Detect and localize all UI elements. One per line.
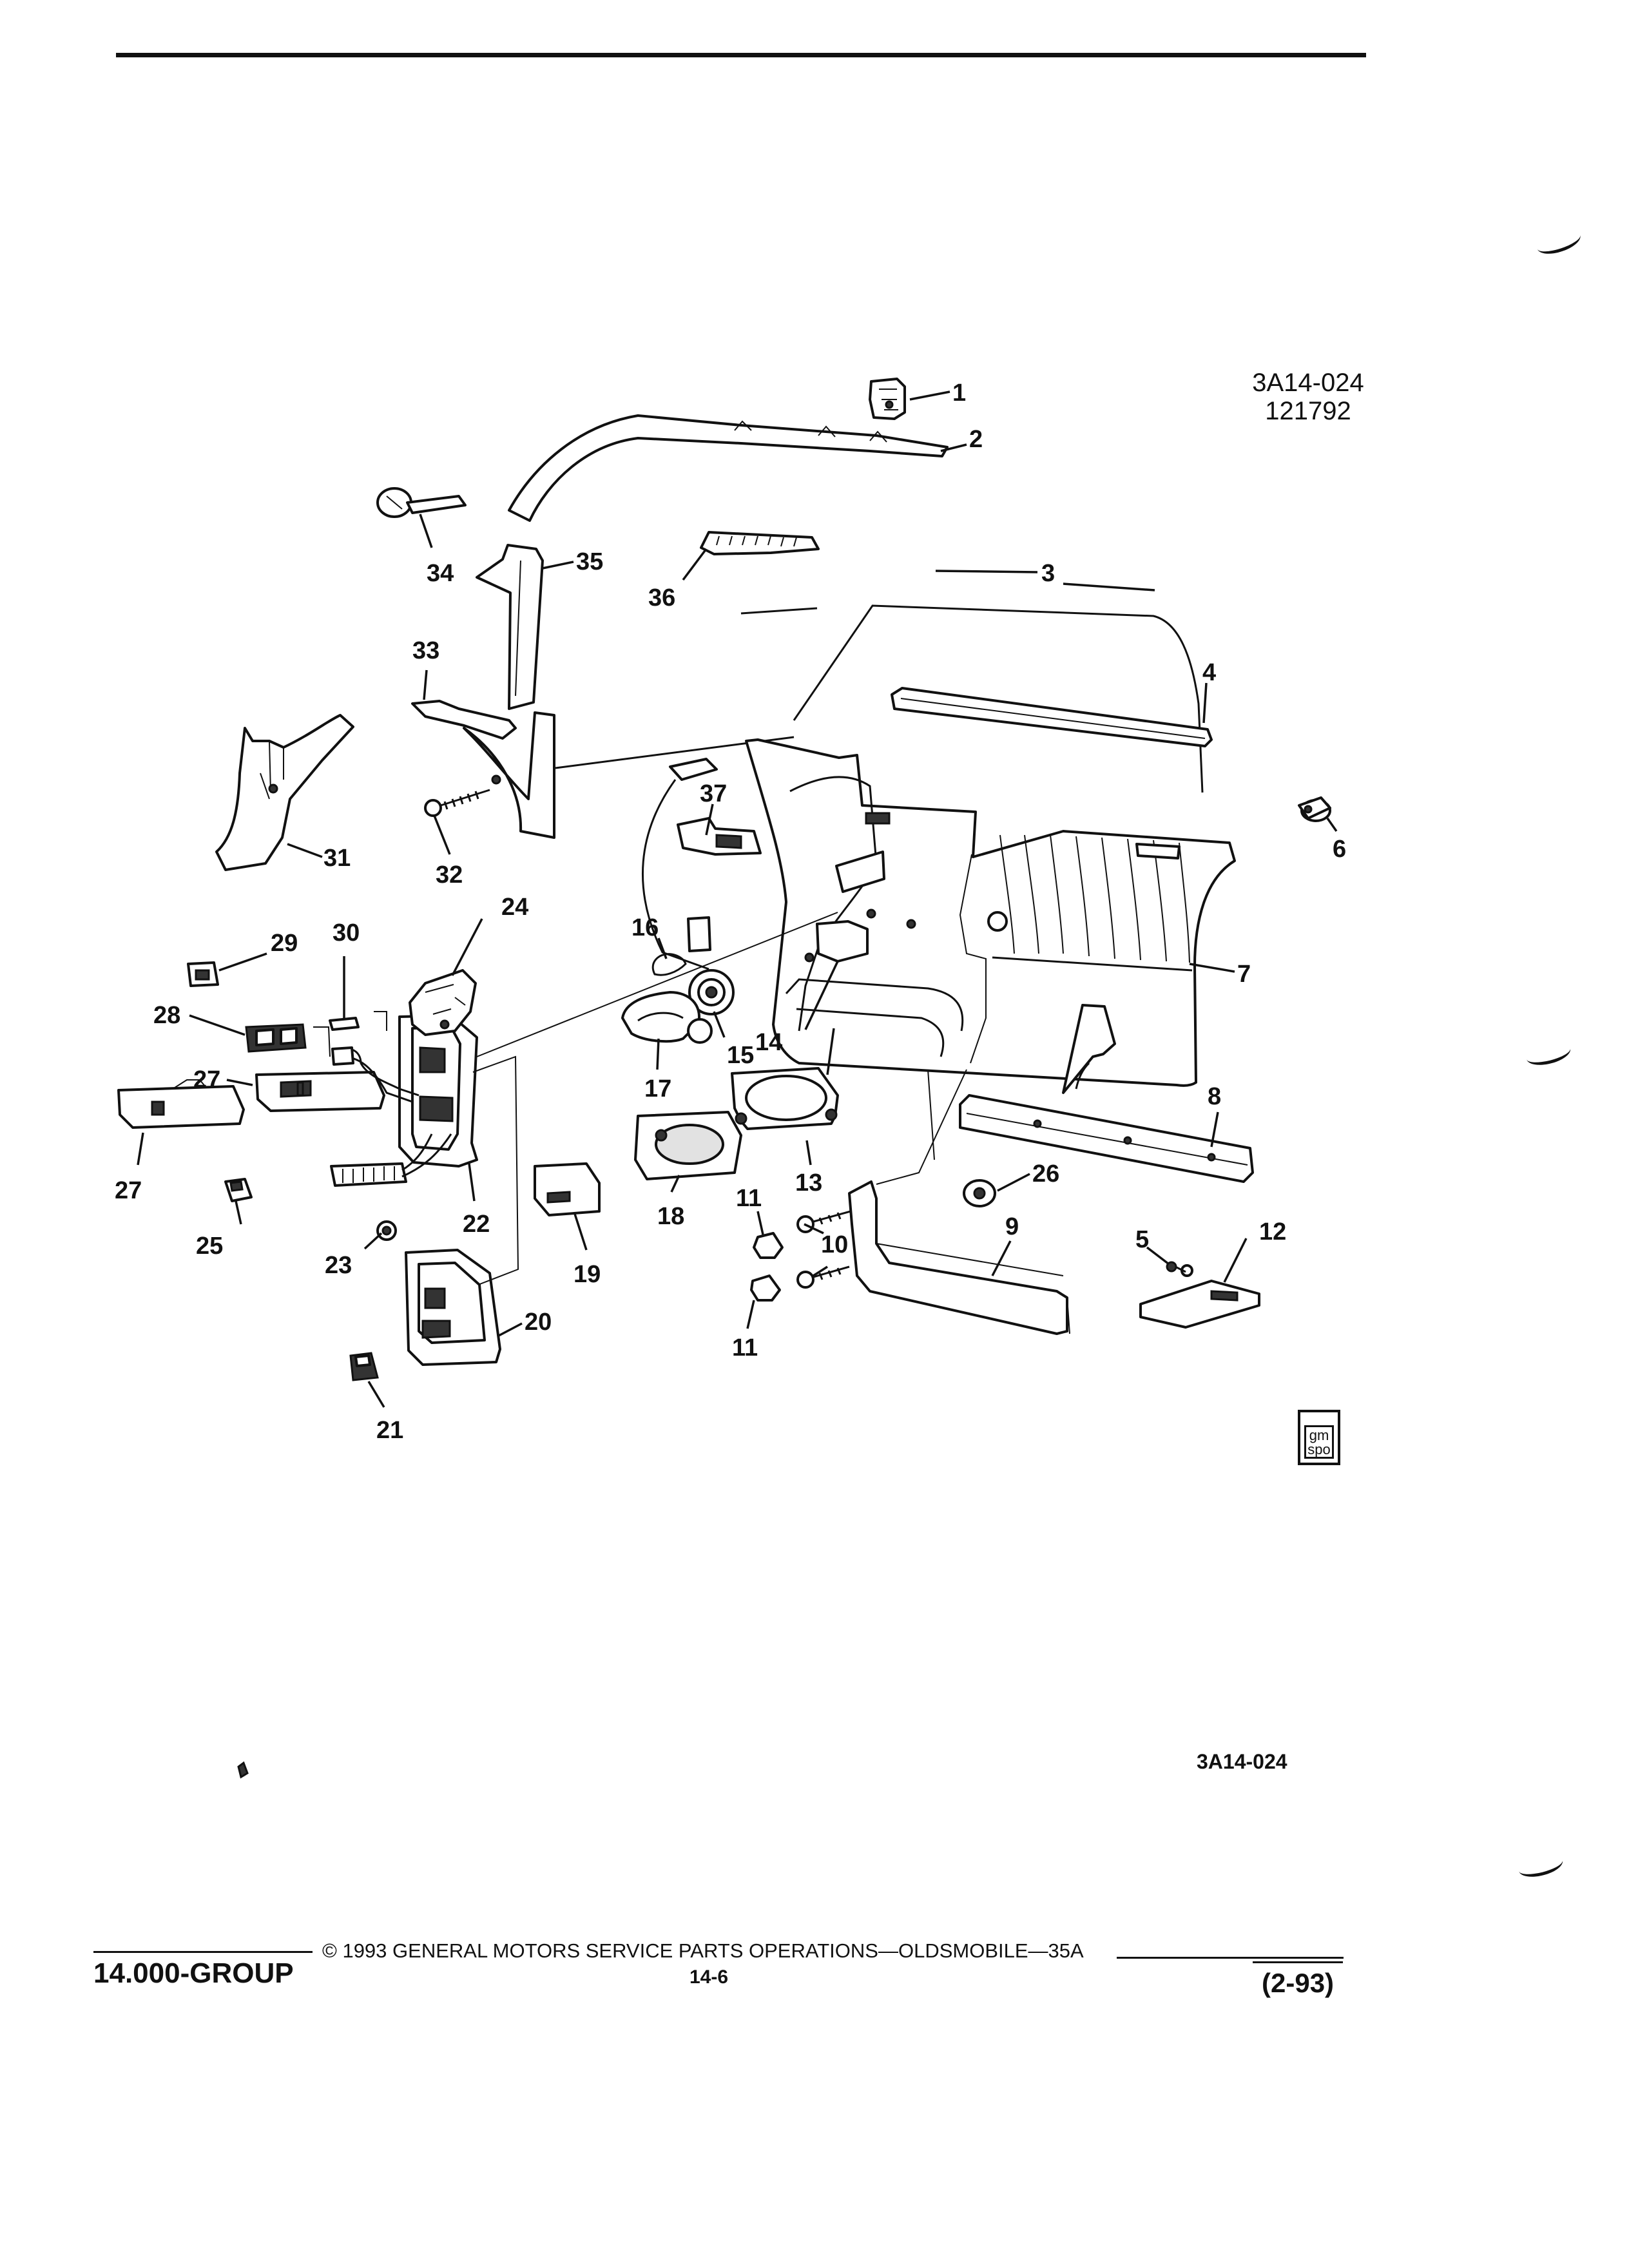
part-25-clip [224,1178,253,1202]
part-35-pillar-trim [476,544,544,710]
callout-2: 2 [969,426,983,453]
callout-3: 3 [1041,560,1055,587]
part-5-screw [1166,1261,1186,1273]
callout-14: 14 [755,1029,782,1056]
callout-19: 19 [574,1261,601,1288]
callout-27b: 27 [115,1177,142,1204]
callout-leaders [137,390,1338,1408]
part-11-clips [750,1232,784,1302]
callout-27a: 27 [193,1066,220,1093]
part-9-armrest [848,1180,1070,1335]
footer-copyright-rule [1117,1957,1344,1959]
part-32-screw [424,789,490,817]
part-14-insert [816,920,869,963]
callout-29: 29 [271,930,298,957]
callout-8: 8 [1208,1083,1221,1110]
part-27-switch-plate-lower [117,1079,245,1129]
callout-31: 31 [323,845,351,872]
part-18-speaker [634,1111,742,1180]
part-13-speaker-bracket [731,1028,839,1130]
part-34-retainer [376,487,467,518]
part-24-bracket [409,969,477,1036]
callout-34: 34 [427,560,454,587]
part-1-clip [869,378,906,420]
callout-28: 28 [153,1002,180,1029]
callout-17: 17 [644,1075,671,1102]
part-7-door-trim-panel [745,738,1236,1094]
callout-labels: 1 2 3 4 5 6 7 8 9 10 11 11 12 13 14 15 1… [115,380,1346,1444]
part-20-switch-bezel [405,1249,501,1366]
part-28-dual-switch [245,1023,307,1053]
part-33-pillar-bracket [411,700,555,839]
callout-24: 24 [501,894,528,921]
part-27-switch-housing-upper [255,1046,419,1112]
callout-15: 15 [727,1042,754,1069]
part-15-escutcheon [688,969,735,1015]
callout-9: 9 [1005,1213,1019,1240]
figure-reference: 3A14-024 121792 [1211,369,1405,425]
callout-30: 30 [333,919,360,947]
part-6-push-pin [1298,796,1331,822]
callout-18: 18 [657,1203,684,1230]
part-31-kick-panel [215,714,354,871]
gm-spo-badge: gm spo [1298,1410,1340,1465]
gm-spo-logo: gm spo [1304,1425,1334,1459]
part-12-cover-plate [1139,1264,1260,1329]
footer-date: (2-93) [1262,1968,1335,1998]
part-19-switch-housing [534,1162,601,1216]
callout-25: 25 [196,1233,223,1260]
callout-21: 21 [376,1417,403,1444]
callout-16: 16 [631,914,659,941]
part-16-clip [651,953,687,976]
part-37-handle-bezel [641,758,762,970]
part-4-belt-molding [891,687,1213,747]
callout-4: 4 [1202,659,1216,686]
figure-ref-code: 3A14-024 [1252,369,1364,397]
callout-13: 13 [795,1169,822,1196]
callout-35: 35 [576,548,603,575]
part-29-switch [187,961,219,987]
footer-group: 14.000-GROUP [93,1957,294,1989]
page-specks [237,1761,249,1779]
callout-12: 12 [1259,1218,1286,1245]
callout-36: 36 [648,584,675,611]
part-36-weatherstrip [700,531,820,555]
footer-group-rule [93,1951,313,1953]
callout-22: 22 [463,1211,490,1238]
callout-23: 23 [325,1252,352,1279]
part-2-roof-rail-molding [508,414,949,522]
part-30-connector [329,1017,360,1031]
footer-date-rule [1253,1961,1343,1963]
footer-page-number: 14-6 [689,1966,729,1988]
callout-33: 33 [412,637,439,664]
part-8-lower-trim-strip [959,1094,1254,1183]
callout-11a: 11 [736,1185,762,1212]
part-23-connector [330,1133,452,1241]
figure-ref-date: 121792 [1265,397,1351,425]
part-21-switch [349,1352,379,1381]
top-rule [116,53,1366,57]
footer-copyright: © 1993 GENERAL MOTORS SERVICE PARTS OPER… [322,1939,1084,1962]
part-17-crank-handle [621,991,713,1044]
callout-7: 7 [1237,961,1251,988]
callout-37: 37 [700,780,727,807]
callout-1: 1 [952,380,966,407]
callout-10: 10 [821,1231,848,1258]
callout-11b: 11 [732,1334,758,1361]
callout-26: 26 [1032,1160,1059,1187]
callout-20: 20 [525,1309,552,1336]
callout-6: 6 [1333,836,1346,863]
callout-32: 32 [436,861,463,889]
part-26-plug [963,1179,996,1207]
callout-5: 5 [1135,1226,1149,1253]
assembly-guide-lines [313,912,967,1285]
figure-ref-bottom: 3A14-024 [1197,1750,1287,1773]
part-22-switch-bezel [398,1014,478,1168]
